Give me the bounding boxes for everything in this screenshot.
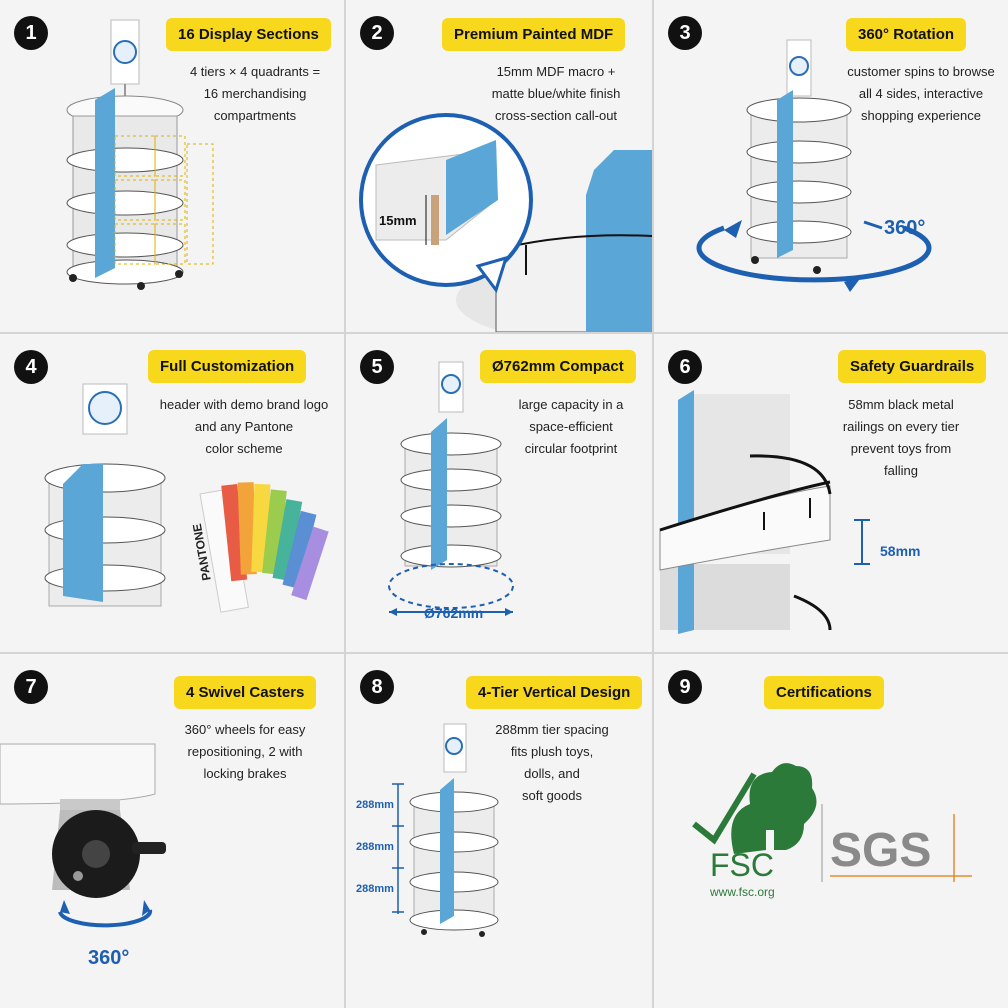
panel-painted-mdf: 15mm 2 Premium Painted MDF 15mm MDF macr… [346, 0, 652, 332]
desc-line: falling [884, 463, 918, 478]
panel-certifications: FSC www.fsc.org SGS 9 Certifications [654, 654, 1008, 1008]
certification-logos: FSC www.fsc.org SGS [692, 763, 972, 899]
desc-line: repositioning, 2 with [187, 744, 303, 759]
brand-logo-icon [445, 737, 463, 755]
brand-logo-icon [789, 56, 809, 76]
spacing-label: 288mm [356, 841, 394, 853]
desc-line: railings on every tier [842, 419, 960, 434]
panel-description: header with demo brand logo and any Pant… [146, 394, 342, 460]
desc-line: 4 tiers × 4 quadrants = [189, 64, 321, 79]
desc-line: dolls, and [524, 766, 580, 781]
panel-title: 4-Tier Vertical Design [466, 676, 643, 709]
diameter-label: Ø762mm [424, 605, 483, 621]
sgs-label: SGS [830, 824, 931, 877]
desc-line: cross-section call-out [494, 108, 618, 123]
desc-line: shopping experience [861, 108, 981, 123]
panel-description: 4 tiers × 4 quadrants = 16 merchandising… [170, 61, 340, 127]
desc-line: locking brakes [203, 766, 287, 781]
footprint-illustration: Ø762mm [388, 361, 514, 621]
thickness-label: 15mm [379, 213, 417, 228]
rail-height-label: 58mm [880, 543, 920, 559]
panel-title: 360° Rotation [846, 18, 967, 51]
sgs-logo: SGS [830, 814, 972, 882]
desc-line: customer spins to browse [847, 64, 995, 79]
desc-line: 360° wheels for easy [184, 722, 306, 737]
desc-line: prevent toys from [850, 441, 952, 456]
panel-number-badge: 4 [14, 350, 48, 384]
spacing-label: 288mm [356, 799, 394, 811]
panel-customization: PANTONE 4 Full Customization header with… [0, 334, 344, 652]
panel-title: Full Customization [148, 350, 307, 383]
swivel-label: 360° [88, 947, 129, 969]
mdf-cutaway-illustration: 15mm [359, 113, 652, 332]
panel-description: 288mm tier spacing fits plush toys, doll… [486, 719, 618, 807]
panel-number-badge: 7 [14, 670, 48, 704]
panel-description: customer spins to browse all 4 sides, in… [838, 61, 1004, 127]
pantone-swatch-fan: PANTONE [190, 482, 329, 613]
desc-line: and any Pantone [194, 419, 294, 434]
panel-title: 4 Swivel Casters [174, 676, 317, 709]
desc-line: large capacity in a [518, 397, 624, 412]
desc-line: compartments [213, 108, 297, 123]
panel-title: Safety Guardrails [838, 350, 987, 383]
panel-number-badge: 3 [668, 16, 702, 50]
panel-guardrails: 58mm 6 Safety Guardrails 58mm black meta… [654, 334, 1008, 652]
panel-title: 16 Display Sections [166, 18, 331, 51]
panel-title: Premium Painted MDF [442, 18, 626, 51]
desc-line: 16 merchandising [203, 86, 307, 101]
desc-line: 15mm MDF macro + [496, 64, 616, 79]
rotation-illustration: 360° [696, 39, 932, 292]
panel-compact-footprint: Ø762mm 5 Ø762mm Compact large capacity i… [346, 334, 652, 652]
fsc-label: FSC [710, 847, 774, 883]
desc-line: fits plush toys, [510, 744, 594, 759]
desc-line: 58mm black metal [848, 397, 954, 412]
panel-display-sections: 1 16 Display Sections 4 tiers × 4 quadra… [0, 0, 344, 332]
brake-lever [132, 842, 166, 854]
panel-number-badge: 5 [360, 350, 394, 384]
panel-title: Certifications [764, 676, 884, 709]
fsc-url: www.fsc.org [709, 885, 775, 899]
desc-line: color scheme [205, 441, 283, 456]
panel-description: 360° wheels for easy repositioning, 2 wi… [170, 719, 320, 785]
desc-line: soft goods [522, 788, 582, 803]
spacing-label: 288mm [356, 883, 394, 895]
desc-line: all 4 sides, interactive [858, 86, 984, 101]
panel-title: Ø762mm Compact [480, 350, 636, 383]
panel-vertical-design: 288mm 288mm 288mm 8 4-Tier Vertical Desi… [346, 654, 652, 1008]
tier-spacing-illustration: 288mm 288mm 288mm [356, 723, 499, 937]
panel-casters: 360° 7 4 Swivel Casters 360° wheels for … [0, 654, 344, 1008]
brand-logo-icon [441, 374, 461, 394]
desc-line: 288mm tier spacing [495, 722, 609, 737]
desc-line: circular footprint [524, 441, 618, 456]
rotation-label: 360° [884, 217, 925, 239]
customization-illustration: PANTONE [44, 383, 329, 613]
desc-line: space-efficient [529, 419, 613, 434]
guardrail-illustration: 58mm [659, 390, 920, 634]
brand-logo-icon [113, 40, 137, 64]
panel-number-badge: 9 [668, 670, 702, 704]
desc-line: header with demo brand logo [159, 397, 329, 412]
display-stand-illustration [66, 19, 214, 290]
panel-description: 58mm black metal railings on every tier … [826, 394, 976, 482]
caster-illustration: 360° [0, 743, 166, 969]
panel-description: 15mm MDF macro + matte blue/white finish… [466, 61, 646, 127]
panel-number-badge: 1 [14, 16, 48, 50]
fsc-logo: FSC www.fsc.org [692, 763, 817, 899]
panel-rotation: 360° 3 360° Rotation customer spins to b… [654, 0, 1008, 332]
panel-description: large capacity in a space-efficient circ… [496, 394, 646, 460]
panel-number-badge: 2 [360, 16, 394, 50]
brand-logo-icon [88, 391, 122, 425]
panel-number-badge: 6 [668, 350, 702, 384]
panel-number-badge: 8 [360, 670, 394, 704]
desc-line: matte blue/white finish [491, 86, 621, 101]
